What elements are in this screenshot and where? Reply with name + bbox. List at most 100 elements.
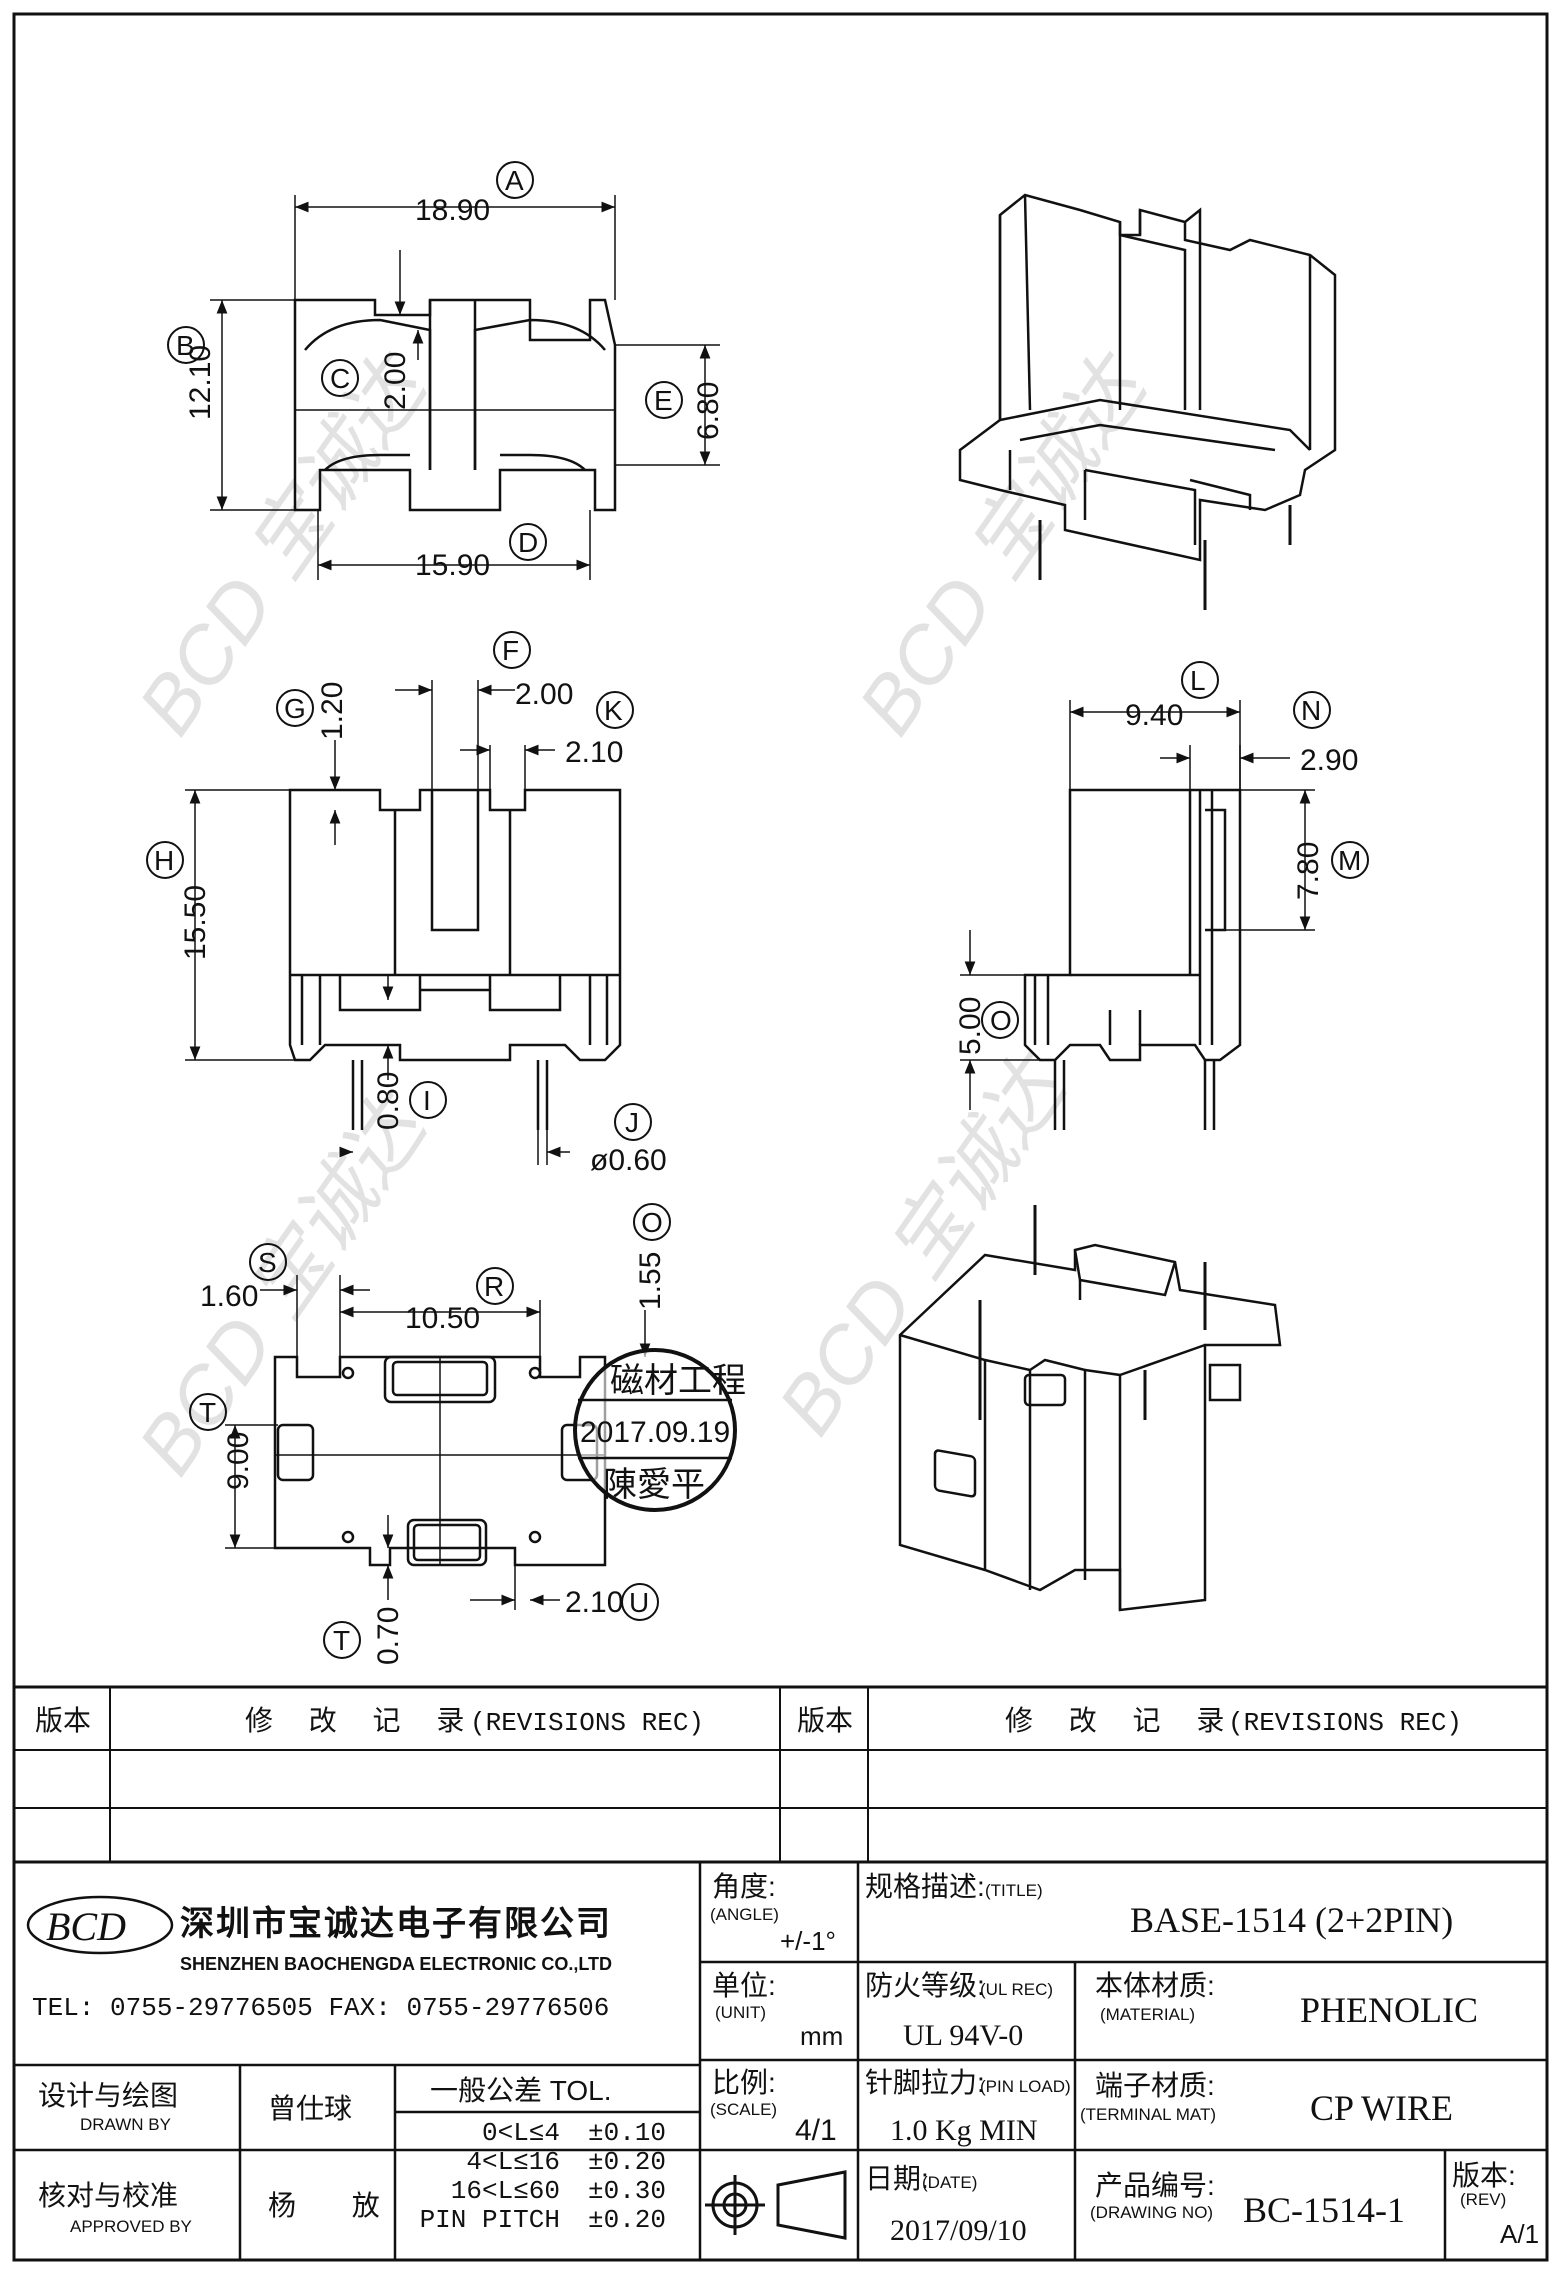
watermark-text: BCD 宝诚达 (121, 1078, 446, 1490)
pinload-label-en: (PIN LOAD) (980, 2077, 1071, 2096)
terminal-value: CP WIRE (1310, 2088, 1453, 2128)
title-label-en: (TITLE) (985, 1881, 1043, 1900)
dim-t-value: 0.70 (372, 1607, 405, 1665)
dim-s-value: 9.00 (222, 1432, 255, 1490)
front-view (288, 788, 622, 1130)
material-label-en: (MATERIAL) (1100, 2005, 1195, 2024)
callout-j: J (625, 1107, 639, 1138)
title-value: BASE-1514 (2+2PIN) (1130, 1900, 1453, 1940)
dim-a-value: 18.90 (415, 194, 490, 227)
dim-q-value: 10.50 (405, 1302, 480, 1335)
iso-view-bottom (898, 1205, 1282, 1612)
company-name-cn: 深圳市宝诚达电子有限公司 (180, 1904, 612, 1943)
watermark-text: BCD 宝诚达 (841, 338, 1166, 750)
tolerance-range: 16<L≤60 (451, 2176, 560, 2206)
dim-h-value: 15.50 (179, 885, 212, 960)
pinload-label: 针脚拉力: (865, 2067, 985, 2098)
callout-e: E (654, 385, 673, 416)
dim-c-value: 2.00 (379, 352, 412, 410)
tolerance-value: ±0.20 (588, 2205, 666, 2235)
stamp-signer: 陳愛平 (603, 1466, 705, 1504)
front-view-labels: 2.00 1.20 15.50 0.80 ø0.60 2.10 F G H I … (146, 631, 667, 1177)
tolerance-value: ±0.10 (588, 2118, 666, 2148)
tolerance-range: PIN PITCH (420, 2205, 560, 2235)
terminal-label-en: (TERMINAL MAT) (1080, 2105, 1216, 2124)
angle-value: +/-1° (780, 1926, 836, 1956)
company-block: BCD 深圳市宝诚达电子有限公司 SHENZHEN BAOCHENGDA ELE… (26, 1895, 612, 2023)
callout-f: F (502, 635, 519, 666)
drawing-no-label: 产品编号: (1095, 2170, 1215, 2201)
dim-i-value: 0.80 (372, 1072, 405, 1130)
unit-value: mm (800, 2021, 843, 2051)
dim-j-value: ø0.60 (590, 1144, 667, 1177)
callout-d: D (518, 527, 538, 558)
angle-label-en: (ANGLE) (710, 1905, 779, 1924)
ul-label: 防火等级: (865, 1970, 985, 2001)
dim-o-bottom-value: 1.55 (634, 1252, 667, 1310)
ul-label-en: (UL REC) (980, 1980, 1053, 1999)
bottom-view (273, 1355, 607, 1567)
top-view (293, 298, 617, 512)
callout-q: R (484, 1271, 504, 1302)
callout-o-side: O (990, 1005, 1012, 1036)
top-view-labels: 18.90 12.10 2.00 15.90 6.80 A B C D E (167, 161, 725, 582)
sheet-border (12, 12, 1549, 2262)
drawn-value: 曾仕球 (268, 2093, 352, 2124)
title-label: 规格描述: (865, 1871, 985, 1902)
ul-value: UL 94V-0 (903, 2019, 1023, 2052)
watermark: BCD 宝诚达 BCD 宝诚达 BCD 宝诚达 BCD 宝诚达 (121, 338, 1166, 1490)
callout-t: T (333, 1625, 350, 1656)
dim-u-value: 2.10 (565, 1586, 623, 1619)
drawing-no-label-en: (DRAWING NO) (1090, 2203, 1213, 2222)
title-block-grid (14, 1862, 1547, 2260)
side-view-dims (960, 700, 1315, 1110)
rev-label: 版本: (1452, 2160, 1516, 2191)
callout-a: A (505, 165, 524, 196)
top-view-dims (210, 195, 720, 580)
dim-f-value: 2.00 (515, 678, 573, 711)
unit-label-en: (UNIT) (715, 2003, 766, 2022)
dim-e-value: 6.80 (692, 382, 725, 440)
front-view-dims (185, 680, 570, 1165)
material-value: PHENOLIC (1300, 1990, 1478, 2030)
dim-k-value: 2.10 (565, 736, 623, 769)
angle-label: 角度: (712, 1871, 776, 1902)
callout-r: S (258, 1247, 277, 1278)
signoff-block: 设计与绘图 DRAWN BY 曾仕球 核对与校准 APPROVED BY 杨 放… (38, 2075, 612, 2236)
rev-col-record-2: 修 改 记 录 (1005, 1705, 1238, 1736)
callout-i: I (423, 1085, 431, 1116)
dim-n-value: 2.90 (1300, 744, 1358, 777)
terminal-label: 端子材质: (1095, 2070, 1215, 2101)
callout-s: T (199, 1397, 216, 1428)
dim-l-value: 9.40 (1125, 699, 1183, 732)
stamp-line1: 磁材工程 (610, 1362, 746, 1400)
watermark-text: BCD 宝诚达 (761, 1038, 1086, 1450)
dim-g-value: 1.20 (316, 682, 349, 740)
scale-value: 4/1 (795, 2114, 837, 2147)
unit-label: 单位: (712, 1970, 776, 2001)
callout-c: C (330, 363, 350, 394)
rev-col-record: 修 改 记 录 (245, 1705, 478, 1736)
iso-view-top (958, 193, 1337, 610)
company-name-en: SHENZHEN BAOCHENGDA ELECTRONIC CO.,LTD (180, 1954, 612, 1974)
approved-label: 核对与校准 (38, 2180, 178, 2211)
spec-block: 规格描述: (TITLE) BASE-1514 (2+2PIN) 防火等级: (… (865, 1871, 1453, 2247)
rev-col-version-2: 版本 (797, 1705, 853, 1736)
date-label-en: (DATE) (922, 2173, 977, 2192)
callout-m: M (1338, 845, 1361, 876)
rev-col-record-en: (REVISIONS REC) (470, 1708, 704, 1738)
drawing-no-value: BC-1514-1 (1243, 2190, 1405, 2230)
dim-r-value: 1.60 (200, 1280, 258, 1313)
bottom-view-dims (225, 1275, 651, 1610)
approved-label-en: APPROVED BY (70, 2217, 192, 2236)
callout-g: G (284, 693, 306, 724)
rev-value: A/1 (1500, 2219, 1539, 2249)
bottom-view-labels: 1.60 10.50 1.55 9.00 0.70 2.10 S R O T T… (189, 1203, 671, 1665)
rev-label-en: (REV) (1460, 2190, 1506, 2209)
rev-col-record-en-2: (REVISIONS REC) (1228, 1708, 1462, 1738)
date-value: 2017/09/10 (890, 2214, 1027, 2247)
revisions-table (14, 1685, 1547, 1864)
side-view-labels: 9.40 2.90 7.80 5.00 L N M O (954, 661, 1369, 1055)
callout-b: B (176, 330, 195, 361)
